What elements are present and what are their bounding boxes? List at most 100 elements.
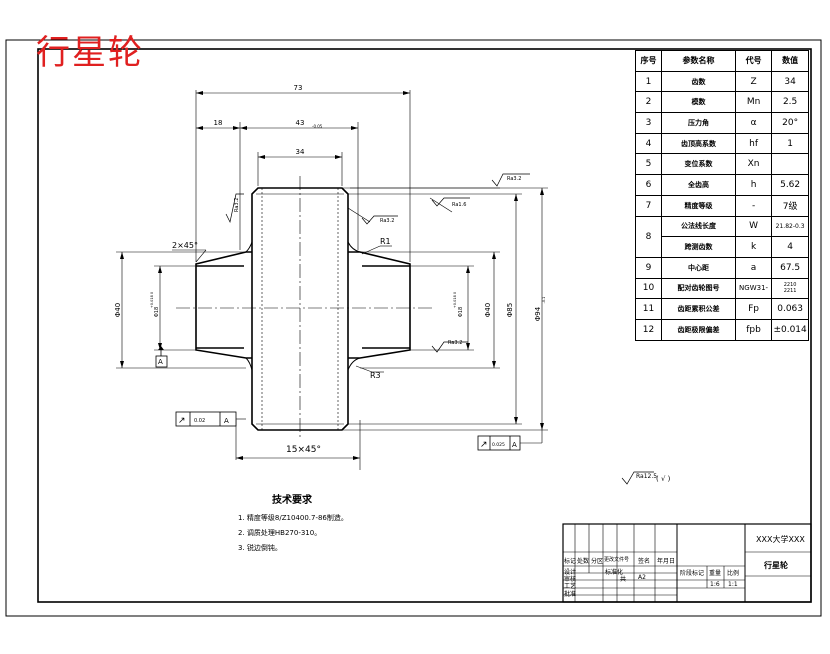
param-name: 精度等级 xyxy=(661,194,736,217)
title-block-col: 标记 xyxy=(564,558,577,565)
param-name: 全齿高 xyxy=(661,174,736,196)
dim-radius-1: R1 xyxy=(380,237,391,246)
fillet-left-top xyxy=(245,241,253,253)
param-name: 跨测齿数 xyxy=(661,236,736,258)
param-name: 中心距 xyxy=(661,256,736,279)
dim-overall-length: 73 xyxy=(294,84,303,92)
param-value: 5.62 xyxy=(771,174,809,196)
param-header-no: 序号 xyxy=(634,50,663,72)
param-no: 9 xyxy=(634,256,663,279)
dim-left-od: Φ40 xyxy=(114,303,122,317)
gear-outline xyxy=(195,187,411,431)
title-block-standard: 标准化 xyxy=(605,569,624,576)
param-name: 齿距累积公差 xyxy=(661,298,736,320)
param-no: 12 xyxy=(634,318,663,341)
table-row: 10 配对齿轮图号 NGW31- 2210 2211 xyxy=(634,277,809,300)
param-no: 10 xyxy=(634,277,663,300)
sheet-inner-frame xyxy=(37,48,812,603)
tol-right-datum: A xyxy=(512,441,517,449)
param-code: fpb xyxy=(734,318,773,341)
dimension-lines xyxy=(116,90,548,470)
gear-parameter-table: 序号 参数名称 代号 数值 1 齿数 Z 34 2 模数 Mn 2.5 3 压力… xyxy=(634,50,809,341)
dim-left-bore-tol: +0.018 0 xyxy=(150,292,154,308)
table-row: 1 齿数 Z 34 xyxy=(634,70,809,93)
title-block-sheet-num: A2 xyxy=(638,574,646,581)
title-block-weight-label: 重量 xyxy=(709,570,722,577)
fillet-right-top xyxy=(347,241,361,253)
ra-bore: Ra3.2 xyxy=(448,340,462,346)
param-header-name: 参数名称 xyxy=(661,50,736,72)
title-block-col: 更改文件号 xyxy=(604,557,630,563)
param-no: 4 xyxy=(634,132,663,155)
tolerance-left: ↗ 0.02 A xyxy=(175,411,246,427)
table-row: 9 中心距 a 67.5 xyxy=(634,256,809,279)
param-name: 变位系数 xyxy=(661,153,736,176)
param-value: 4 xyxy=(771,236,809,258)
param-code: Z xyxy=(734,70,773,93)
title-block-lines xyxy=(562,523,812,603)
tol-right-symbol: ↗ xyxy=(480,440,488,450)
param-code: NGW31- xyxy=(734,277,773,300)
title-block-approve: 批准 xyxy=(564,591,577,598)
title-block-scale: 1:1 xyxy=(728,581,738,588)
tech-req-item: 3. 锐边倒钝。 xyxy=(238,544,282,552)
param-name: 模数 xyxy=(661,91,736,114)
dim-tip-dia: Φ94 xyxy=(534,306,542,321)
param-code: W xyxy=(734,215,773,238)
dim-left-bore: Φ18 xyxy=(154,307,160,317)
table-row: 4 齿顶高系数 hf 1 xyxy=(634,132,809,155)
param-value: 21.82-0.3 xyxy=(771,215,809,238)
param-no: 3 xyxy=(634,112,663,134)
param-name: 公法线长度 xyxy=(661,215,736,238)
ra-left-face: Ra3.2 xyxy=(234,198,240,212)
ra-tooth-flank: Ra1.6 xyxy=(452,202,466,208)
param-code: α xyxy=(734,112,773,134)
param-header-row: 序号 参数名称 代号 数值 xyxy=(634,50,809,72)
table-row: 5 变位系数 Xn xyxy=(634,153,809,176)
param-code: - xyxy=(734,194,773,217)
param-value: 20° xyxy=(771,112,809,134)
param-name: 配对齿轮图号 xyxy=(661,277,736,300)
param-code: k xyxy=(734,236,773,258)
param-value: ±0.014 xyxy=(771,318,809,341)
table-row: 7 精度等级 - 7级 xyxy=(634,194,809,217)
param-no: 5 xyxy=(634,153,663,176)
dim-left-shoulder: 18 xyxy=(214,119,223,127)
tol-left-datum: A xyxy=(224,417,229,425)
param-value: 7级 xyxy=(771,194,809,217)
dim-face-width-tol: -0.05 xyxy=(312,124,323,129)
param-code: a xyxy=(734,256,773,279)
param-value: 2.5 xyxy=(771,91,809,114)
param-name: 齿数 xyxy=(661,70,736,93)
dim-tooth-width: 34 xyxy=(296,148,305,156)
param-value xyxy=(771,153,809,176)
ra-fillet: Ra3.2 xyxy=(380,218,394,224)
ra-top: Ra3.2 xyxy=(507,176,521,182)
table-row: 8 公法线长度 W 21.82-0.3 xyxy=(634,215,809,258)
param-name: 齿距极限偏差 xyxy=(661,318,736,341)
dim-root-dia: Φ85 xyxy=(506,303,514,317)
datum-letter: A xyxy=(158,358,163,366)
technical-requirements: 技术要求 1. 精度等级8/Z10400.7-86制造。 2. 调质处理HB27… xyxy=(238,493,348,556)
param-name: 压力角 xyxy=(661,112,736,134)
param-value: 2210 2211 xyxy=(771,277,809,300)
title-block-process: 工艺 xyxy=(564,583,577,590)
tech-req-item: 2. 调质处理HB270-310。 xyxy=(238,529,322,537)
arrow-heads xyxy=(120,91,544,460)
title-block-col: 签名 xyxy=(638,558,651,565)
param-header-code: 代号 xyxy=(734,50,773,72)
param-code: Fp xyxy=(734,298,773,320)
title-block-col: 年月日 xyxy=(657,558,676,565)
table-row: 12 齿距极限偏差 fpb ±0.014 xyxy=(634,318,809,341)
fillet-right-bottom xyxy=(347,357,361,371)
tol-left-symbol: ↗ xyxy=(178,416,186,426)
tolerance-right: ↗ 0.025 A xyxy=(477,430,543,451)
tooth-lines xyxy=(256,188,344,430)
title-block-scale-label: 比例 xyxy=(727,570,740,577)
dim-chamfer-left: 2×45° xyxy=(172,241,198,250)
dim-face-width: 43 xyxy=(296,119,305,127)
dim-tip-dia-tol: -0.1 xyxy=(542,297,546,304)
ra-general: Ra12.5 xyxy=(636,473,657,480)
table-row: 跨测齿数 k 4 xyxy=(636,236,809,258)
title-block-part-name: 行星轮 xyxy=(764,561,788,570)
